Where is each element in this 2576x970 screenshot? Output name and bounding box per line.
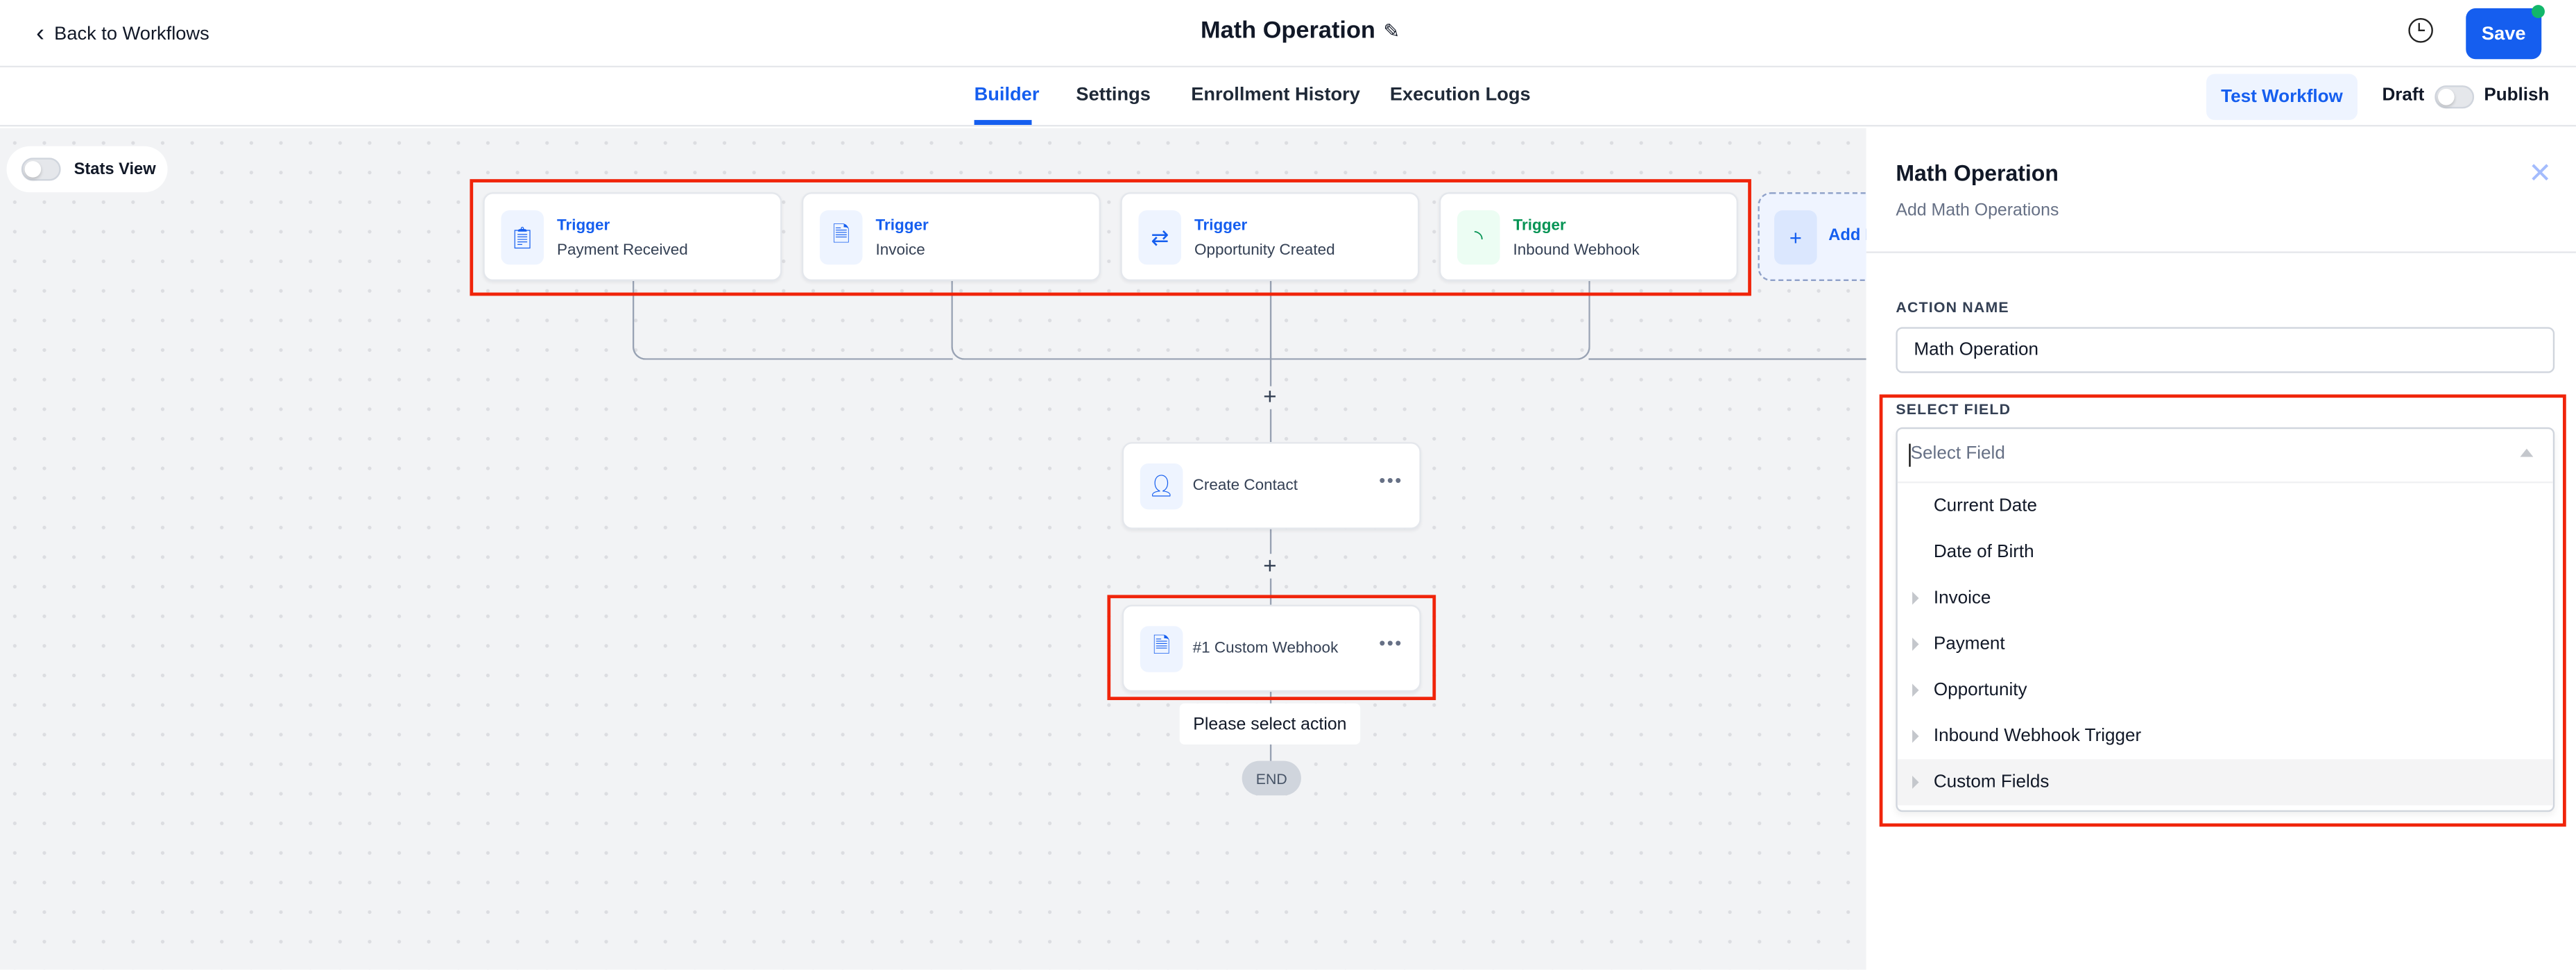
save-button[interactable]: Save bbox=[2466, 8, 2542, 60]
side-panel: Math Operation Add Math Operations ✕ ACT… bbox=[1866, 128, 2576, 970]
trigger-name: Inbound Webhook bbox=[1513, 241, 1640, 260]
active-tab-underline bbox=[974, 119, 1032, 126]
caret-right-icon[interactable] bbox=[1912, 683, 1919, 697]
caret-right-icon[interactable] bbox=[1912, 591, 1919, 605]
highlight-box-select-field bbox=[1879, 394, 2566, 827]
tab-enrollment-history[interactable]: Enrollment History bbox=[1191, 85, 1360, 105]
action-name-label: ACTION NAME bbox=[1896, 299, 2009, 316]
text-cursor bbox=[1909, 443, 1911, 467]
select-field-dropdown[interactable]: Select Field Current Date Date of Birth … bbox=[1896, 427, 2555, 812]
select-field-input[interactable]: Select Field bbox=[1897, 429, 2553, 484]
trigger-card-opportunity-created[interactable]: ⇄ Trigger Opportunity Created bbox=[1120, 192, 1420, 282]
option-label: Date of Birth bbox=[1933, 542, 2034, 563]
top-bar: ‹ Back to Workflows Math Operation ✎ Save bbox=[0, 0, 2576, 68]
publish-label: Publish bbox=[2484, 85, 2550, 105]
option-label: Inbound Webhook Trigger bbox=[1933, 726, 2142, 747]
tab-bar: Builder Settings Enrollment History Exec… bbox=[0, 67, 2576, 127]
history-icon[interactable] bbox=[2408, 18, 2433, 43]
trigger-name: Invoice bbox=[875, 241, 925, 260]
highlight-box-triggers bbox=[470, 179, 1751, 296]
trigger-name: Opportunity Created bbox=[1194, 241, 1335, 260]
rss-icon: ◝ bbox=[1457, 210, 1500, 265]
connector-line bbox=[1269, 281, 1272, 386]
option-inbound-webhook-trigger[interactable]: Inbound Webhook Trigger bbox=[1898, 713, 2553, 759]
connector-line bbox=[1269, 281, 1590, 360]
chevron-up-icon[interactable] bbox=[2520, 448, 2534, 457]
end-node: END bbox=[1242, 760, 1301, 796]
more-options-icon[interactable]: ••• bbox=[1379, 471, 1403, 492]
trigger-type: Trigger bbox=[1194, 216, 1248, 235]
connector-line bbox=[1269, 409, 1272, 443]
divider bbox=[1866, 251, 2576, 253]
more-options-icon[interactable]: ••• bbox=[1379, 634, 1403, 654]
action-name: #1 Custom Webhook bbox=[1192, 639, 1339, 658]
add-new-trigger-button[interactable]: + Add N bbox=[1758, 192, 1866, 282]
trigger-name: Payment Received bbox=[556, 241, 688, 260]
close-icon[interactable]: ✕ bbox=[2528, 158, 2552, 189]
action-name: Create Contact bbox=[1192, 476, 1298, 495]
plus-icon: + bbox=[1774, 210, 1817, 265]
option-custom-fields[interactable]: Custom Fields bbox=[1897, 759, 2553, 806]
select-action-hint: Please select action bbox=[1179, 703, 1361, 744]
connector-line bbox=[951, 281, 1272, 360]
user-list-icon: 👤︎ bbox=[1140, 463, 1183, 510]
trigger-type: Trigger bbox=[875, 216, 929, 235]
action-node-create-contact[interactable]: 👤︎ Create Contact ••• bbox=[1122, 442, 1421, 529]
stats-view-switch[interactable] bbox=[21, 158, 61, 181]
workflow-title: Math Operation bbox=[1201, 18, 1375, 44]
action-node-custom-webhook[interactable]: 🗎︎ #1 Custom Webhook ••• bbox=[1122, 604, 1421, 692]
add-step-plus-icon[interactable]: + bbox=[1263, 382, 1277, 409]
tab-builder[interactable]: Builder bbox=[974, 85, 1040, 105]
option-label: Current Date bbox=[1933, 496, 2038, 516]
option-current-date[interactable]: Current Date bbox=[1898, 483, 2553, 529]
add-step-plus-icon[interactable]: + bbox=[1263, 552, 1277, 579]
invoice-icon: 🗎︎ bbox=[819, 210, 863, 265]
option-label: Payment bbox=[1933, 634, 2005, 654]
select-placeholder: Select Field bbox=[1910, 443, 2005, 463]
connector-line bbox=[1269, 527, 1272, 554]
trigger-card-invoice[interactable]: 🗎︎ Trigger Invoice bbox=[801, 192, 1101, 282]
chevron-left-icon: ‹ bbox=[36, 19, 44, 48]
caret-right-icon[interactable] bbox=[1912, 775, 1919, 789]
unsaved-indicator-dot bbox=[2532, 5, 2545, 19]
back-to-workflows-link[interactable]: ‹ Back to Workflows bbox=[36, 19, 209, 47]
option-invoice[interactable]: Invoice bbox=[1898, 575, 2553, 621]
stats-view-label: Stats View bbox=[74, 160, 156, 178]
option-opportunity[interactable]: Opportunity bbox=[1898, 667, 2553, 713]
test-workflow-button[interactable]: Test Workflow bbox=[2206, 74, 2358, 120]
option-date-of-birth[interactable]: Date of Birth bbox=[1898, 529, 2553, 575]
trigger-type: Trigger bbox=[556, 216, 610, 235]
trigger-card-payment-received[interactable]: 📋︎ Trigger Payment Received bbox=[483, 192, 782, 282]
workflow-canvas[interactable]: Stats View + + 📋︎ Trigger Payment Receiv… bbox=[0, 128, 1866, 970]
tab-settings[interactable]: Settings bbox=[1076, 85, 1151, 105]
option-label: Opportunity bbox=[1933, 680, 2027, 701]
trigger-type: Trigger bbox=[1513, 216, 1566, 235]
option-label: Invoice bbox=[1933, 588, 1991, 609]
panel-title: Math Operation bbox=[1896, 161, 2059, 186]
clipboard-icon: 📋︎ bbox=[501, 210, 544, 265]
option-payment[interactable]: Payment bbox=[1898, 621, 2553, 667]
add-trigger-label: Add N bbox=[1828, 226, 1866, 245]
back-label: Back to Workflows bbox=[54, 24, 209, 44]
stats-view-toggle[interactable]: Stats View bbox=[6, 146, 168, 193]
edit-pencil-icon[interactable]: ✎ bbox=[1383, 19, 1400, 43]
connector-line bbox=[632, 281, 953, 360]
highlight-box-webhook-node bbox=[1107, 595, 1436, 701]
file-rss-icon: 🗎︎ bbox=[1140, 626, 1183, 672]
select-field-label: SELECT FIELD bbox=[1896, 400, 2011, 418]
caret-right-icon[interactable] bbox=[1912, 638, 1919, 651]
connector-line bbox=[1588, 358, 1866, 360]
trigger-card-inbound-webhook[interactable]: ◝ Trigger Inbound Webhook bbox=[1439, 192, 1738, 282]
connector-line bbox=[1269, 578, 1272, 605]
arrows-exchange-icon: ⇄ bbox=[1138, 210, 1182, 265]
caret-right-icon[interactable] bbox=[1912, 729, 1919, 743]
tab-execution-logs[interactable]: Execution Logs bbox=[1389, 85, 1531, 105]
option-label: Custom Fields bbox=[1933, 772, 2050, 792]
draft-label: Draft bbox=[2382, 85, 2425, 105]
publish-toggle[interactable] bbox=[2435, 85, 2475, 109]
action-name-input[interactable]: Math Operation bbox=[1896, 327, 2555, 373]
panel-subtitle: Add Math Operations bbox=[1896, 200, 2059, 221]
